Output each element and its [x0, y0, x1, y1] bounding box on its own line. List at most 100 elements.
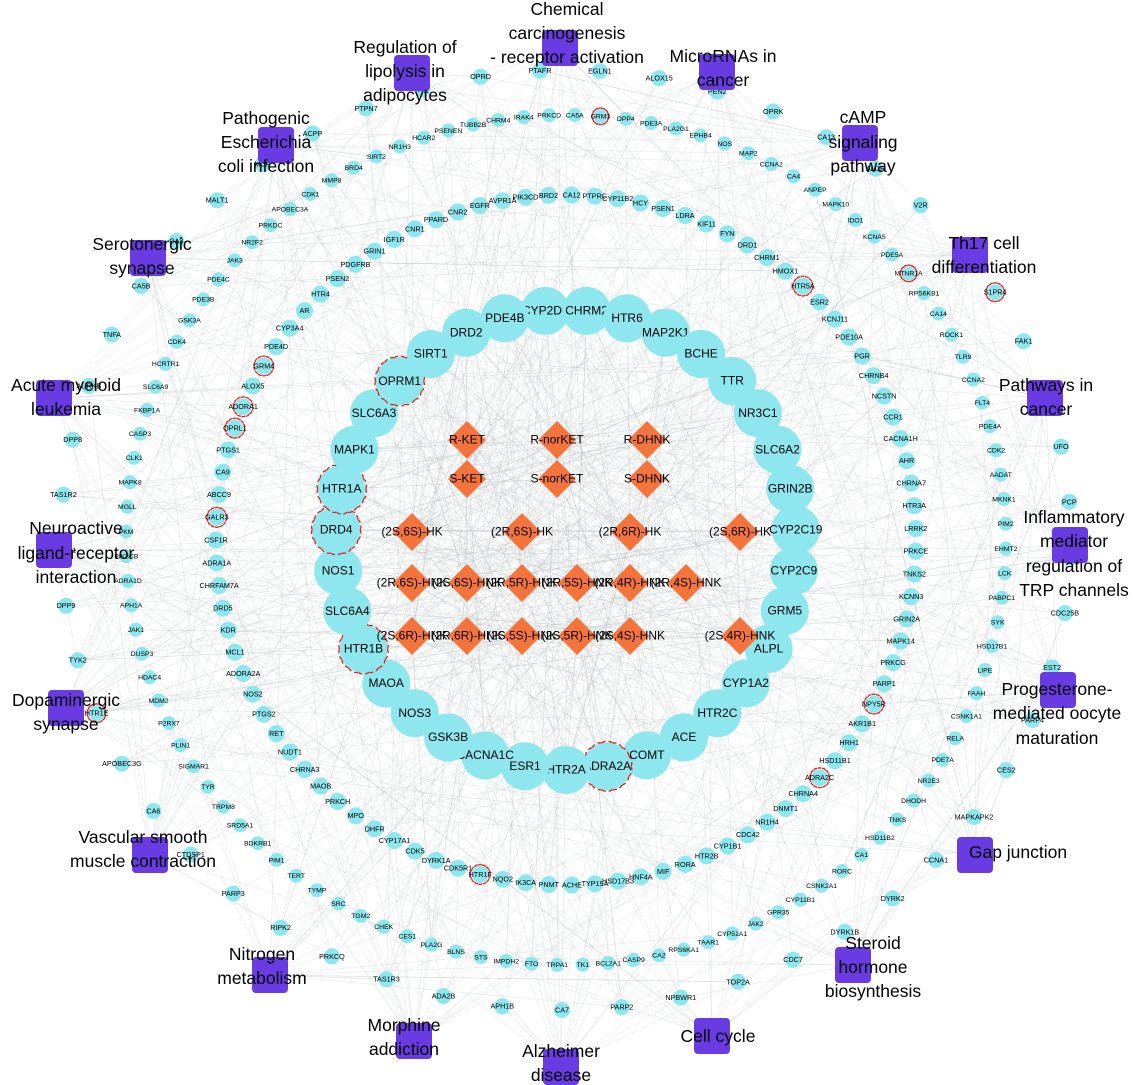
target-circle [693, 689, 742, 738]
target-circle [317, 464, 366, 513]
target-label: S1PR4 [984, 288, 1007, 297]
edge [443, 635, 631, 997]
edge [399, 146, 854, 966]
edge [147, 409, 578, 637]
edge [629, 380, 733, 637]
edge [139, 433, 468, 637]
compound-2s-5r-hnk: (2S,5R)-HNK [542, 617, 612, 655]
target-node [323, 948, 340, 965]
target-label: DRD4 [320, 522, 353, 536]
node-pde4a: PDE4A [979, 419, 1002, 434]
edge [560, 997, 681, 1068]
node-cdc7: CDC7 [783, 951, 803, 968]
target-node [296, 761, 314, 778]
edge [565, 531, 631, 771]
edge [411, 196, 595, 584]
target-node [956, 349, 971, 364]
edge [111, 144, 277, 335]
target-node [725, 926, 740, 941]
target-slc6a2: SLC6A2 [753, 425, 802, 474]
pathway-square [952, 237, 988, 273]
edge [413, 194, 572, 1042]
target-node [524, 956, 539, 971]
target-node [672, 989, 689, 1006]
target-label: NPY5R [862, 700, 886, 709]
target-node [748, 916, 763, 931]
target-label: CHRNA4 [788, 789, 818, 798]
node-ccna2: CCNA2 [962, 372, 985, 387]
edge [53, 397, 619, 882]
edge [485, 635, 631, 756]
edge [72, 439, 854, 966]
node-prkcd: PRKCD [537, 108, 561, 123]
target-label: LCK [998, 570, 1012, 577]
target-label: LDRA [675, 211, 694, 220]
node-cdk2: CDK2 [987, 443, 1005, 458]
target-node [135, 646, 149, 661]
target-label: GRM5 [767, 604, 802, 618]
node-aurkb: AURKB [77, 378, 101, 394]
target-label: DRD1 [738, 240, 758, 249]
node-ca12: CA12 [563, 186, 581, 204]
node-rps6kb1: RPS6KB1 [909, 286, 940, 301]
edge [386, 531, 523, 684]
target-node [898, 610, 916, 628]
target-node [210, 577, 228, 595]
target-label: GSK3B [428, 730, 468, 744]
node-oprk: OPRK [763, 103, 784, 120]
edge [521, 318, 836, 533]
target-label: HTR5A [791, 282, 815, 291]
target-node [575, 957, 590, 972]
node-cyp1b1: CYP1B1 [714, 837, 741, 855]
target-label: JAK3 [227, 258, 243, 265]
edge [383, 689, 1059, 927]
target-bche: BCHE [677, 329, 726, 378]
target-node [554, 1002, 570, 1018]
edge [841, 397, 1046, 872]
edge [1023, 341, 1071, 546]
target-label: TERT [287, 873, 305, 880]
target-label: MAOB [310, 782, 331, 791]
node-ca4: CA4 [786, 169, 801, 184]
edge [524, 635, 631, 767]
node-adora2a: ADORA2A [226, 665, 261, 682]
target-node [776, 262, 794, 280]
node-pde7a: PDE7A [931, 752, 954, 767]
edge [521, 635, 746, 684]
edge [65, 582, 523, 606]
target-label: RET [269, 729, 284, 738]
pathway-square [36, 380, 72, 416]
edge [626, 318, 741, 533]
node-lipe: LIPE [978, 663, 993, 677]
node-pim1: PIM1 [269, 853, 285, 867]
node-htr4: HTR4 [311, 285, 330, 303]
target-label: CHRNB4 [859, 371, 889, 380]
node-jak1: JAK1 [128, 622, 144, 637]
target-label: KCNJ11 [822, 315, 848, 324]
edge [411, 91, 718, 637]
node-ehmt2: EHMT2 [994, 541, 1018, 556]
edge [411, 449, 778, 584]
edge [127, 531, 631, 582]
edge [373, 413, 741, 637]
edge [176, 240, 558, 441]
target-circle [406, 330, 455, 378]
edge [373, 413, 631, 584]
edge [716, 71, 804, 287]
target-label: CA4 [787, 174, 800, 181]
target-label: DNMT1 [773, 804, 798, 813]
pathway-square [542, 30, 578, 66]
target-node [207, 531, 225, 549]
target-node [730, 973, 747, 990]
target-label: RELA [946, 736, 964, 743]
edge [466, 318, 628, 584]
target-node [591, 63, 608, 80]
node-cdk1: CDK1 [301, 187, 320, 202]
node-tubb2b: TUBB2B [460, 117, 487, 132]
compound-s-norket: S-norKET [531, 460, 584, 498]
edge [448, 635, 741, 738]
target-label: FLT4 [975, 400, 991, 407]
